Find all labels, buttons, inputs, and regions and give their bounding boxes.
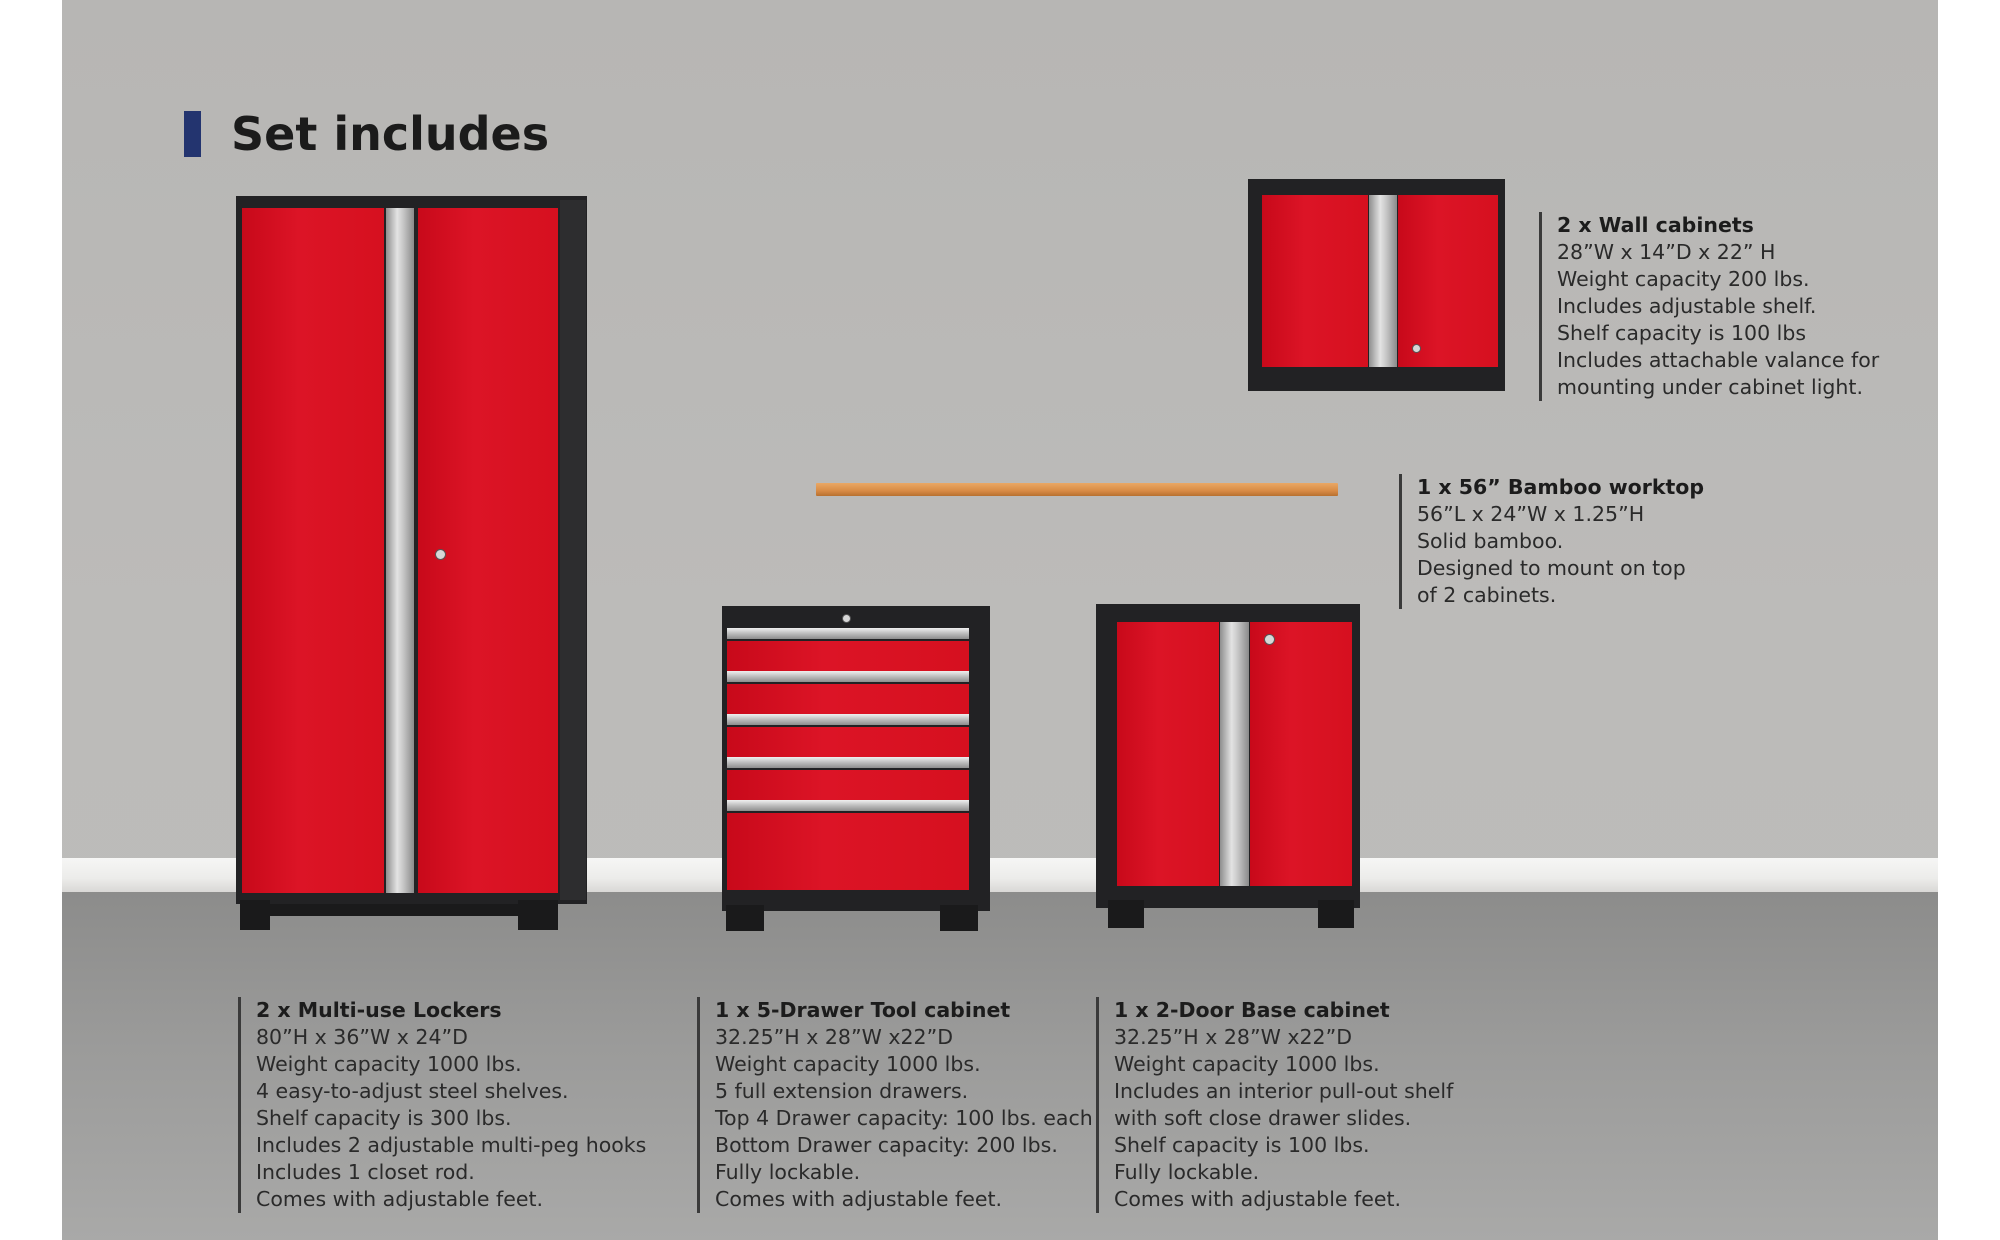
spec-line: Weight capacity 1000 lbs. bbox=[715, 1052, 981, 1076]
spec-line: 4 easy-to-adjust steel shelves. bbox=[256, 1079, 569, 1103]
spec-line: Top 4 Drawer capacity: 100 lbs. each bbox=[715, 1106, 1093, 1130]
spec-line: Includes attachable valance for bbox=[1557, 348, 1880, 372]
spec-line: Includes an interior pull-out shelf bbox=[1114, 1079, 1454, 1103]
spec-line: 80”H x 36”W x 24”D bbox=[256, 1025, 468, 1049]
spec-line: Weight capacity 1000 lbs. bbox=[256, 1052, 522, 1076]
wall-cabinets-description: 2 x Wall cabinets 28”W x 14”D x 22” H We… bbox=[1539, 212, 1879, 401]
spec-line: Fully lockable. bbox=[1114, 1160, 1260, 1184]
base-cabinet-heading: 1 x 2-Door Base cabinet bbox=[1114, 998, 1390, 1022]
spec-line: 32.25”H x 28”W x22”D bbox=[715, 1025, 954, 1049]
spec-line: Weight capacity 200 lbs. bbox=[1557, 267, 1810, 291]
spec-line: mounting under cabinet light. bbox=[1557, 375, 1863, 399]
spec-line: 32.25”H x 28”W x22”D bbox=[1114, 1025, 1353, 1049]
lockers-heading: 2 x Multi-use Lockers bbox=[256, 998, 502, 1022]
worktop-description: 1 x 56” Bamboo worktop 56”L x 24”W x 1.2… bbox=[1399, 474, 1704, 609]
spec-line: of 2 cabinets. bbox=[1417, 583, 1557, 607]
spec-line: Includes 2 adjustable multi-peg hooks bbox=[256, 1133, 647, 1157]
floor bbox=[62, 892, 1938, 1240]
spec-line: Designed to mount on top bbox=[1417, 556, 1686, 580]
spec-line: 28”W x 14”D x 22” H bbox=[1557, 240, 1776, 264]
spec-line: Includes 1 closet rod. bbox=[256, 1160, 475, 1184]
spec-line: Solid bamboo. bbox=[1417, 529, 1564, 553]
spec-line: 5 full extension drawers. bbox=[715, 1079, 969, 1103]
page-title: Set includes bbox=[231, 107, 550, 161]
bamboo-worktop-image bbox=[816, 483, 1338, 496]
spec-line: Comes with adjustable feet. bbox=[256, 1187, 544, 1211]
spec-line: Bottom Drawer capacity: 200 lbs. bbox=[715, 1133, 1058, 1157]
spec-line: Includes adjustable shelf. bbox=[1557, 294, 1817, 318]
spec-line: Weight capacity 1000 lbs. bbox=[1114, 1052, 1380, 1076]
worktop-heading: 1 x 56” Bamboo worktop bbox=[1417, 475, 1705, 499]
spec-line: Shelf capacity is 300 lbs. bbox=[256, 1106, 512, 1130]
spec-line: 56”L x 24”W x 1.25”H bbox=[1417, 502, 1645, 526]
spec-line: Comes with adjustable feet. bbox=[1114, 1187, 1402, 1211]
tool-cabinet-heading: 1 x 5-Drawer Tool cabinet bbox=[715, 998, 1011, 1022]
lockers-description: 2 x Multi-use Lockers 80”H x 36”W x 24”D… bbox=[238, 997, 646, 1213]
spec-line: Shelf capacity is 100 lbs. bbox=[1114, 1133, 1370, 1157]
tool-cabinet-description: 1 x 5-Drawer Tool cabinet 32.25”H x 28”W… bbox=[697, 997, 1093, 1213]
spec-line: Shelf capacity is 100 lbs bbox=[1557, 321, 1807, 345]
wall-cabinets-heading: 2 x Wall cabinets bbox=[1557, 213, 1754, 237]
spec-line: with soft close drawer slides. bbox=[1114, 1106, 1412, 1130]
spec-line: Fully lockable. bbox=[715, 1160, 861, 1184]
base-cabinet-description: 1 x 2-Door Base cabinet 32.25”H x 28”W x… bbox=[1096, 997, 1453, 1213]
title-accent-bar bbox=[184, 111, 201, 157]
spec-line: Comes with adjustable feet. bbox=[715, 1187, 1003, 1211]
